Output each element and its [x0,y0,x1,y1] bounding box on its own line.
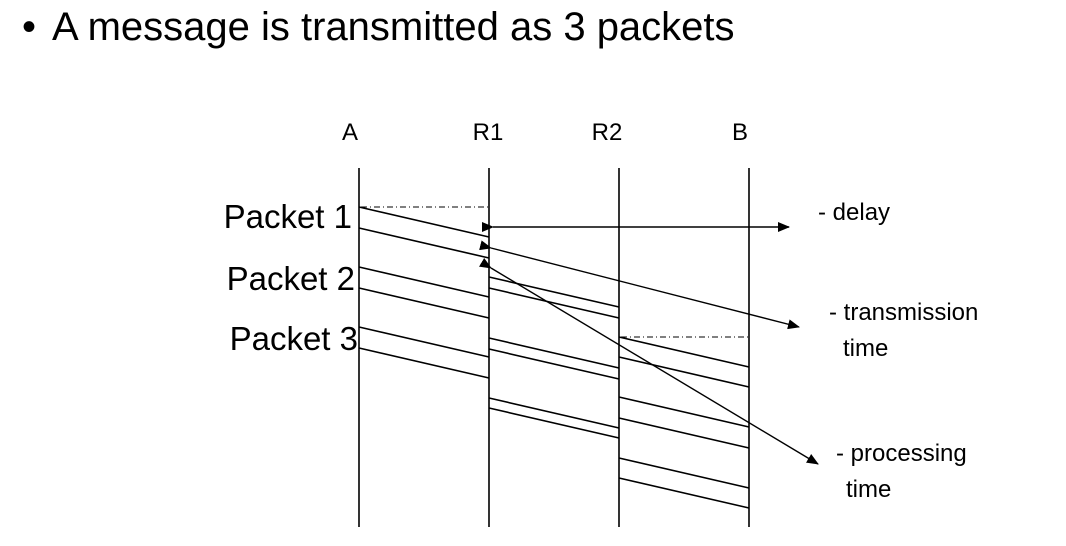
packet-1-end-r2b [618,356,750,388]
packet-label-1: Packet 1 [224,198,352,235]
node-label-r2: R2 [592,119,623,146]
packet-3-start-r2b [618,457,750,489]
node-label-b: B [732,119,748,146]
packet-label-2: Packet 2 [227,260,355,297]
packet-1-start-r2b [618,336,750,368]
packet-lines [358,206,750,509]
processing-label-line2: time [846,476,891,503]
packet-label-3: Packet 3 [230,320,358,357]
heading-text: A message is transmitted as 3 packets [52,5,735,49]
node-label-r1: R1 [473,119,504,146]
delay-label: - delay [818,199,890,226]
node-label-a: A [342,119,358,146]
transmission-label-line2: time [843,335,888,362]
processing-time-arrow [478,258,819,465]
slide-heading: • A message is transmitted as 3 packets [22,2,735,52]
transmission-label-line1: - transmission [829,299,978,326]
timelines [358,168,750,527]
packet-3-end-ab [358,347,490,379]
packet-2-end-ab [358,287,490,319]
processing-label-line1: - processing [836,440,967,467]
bullet-icon: • [22,5,37,49]
packet-2-start-ab [358,266,490,298]
annotation-arrows [478,222,819,465]
packet-3-start-ab [358,326,490,358]
packet-1-end-ab [358,227,490,259]
packet-1-start-ab [358,206,490,238]
packet-3-end-r2b [618,477,750,509]
